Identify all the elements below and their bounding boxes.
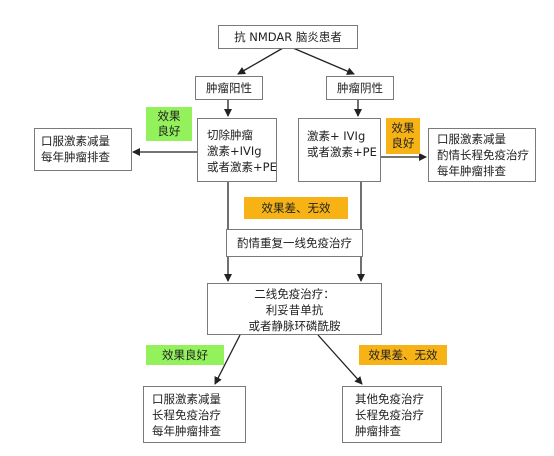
second-line-option: 利妥昔单抗 [265,303,324,317]
tumor-positive-node: 肿瘤阳性 [195,76,263,100]
negative-good-outcome-line: 酌情长程免疫治疗 [437,148,529,162]
final-good-outcome-line: 长程免疫治疗 [152,408,221,422]
positive-treatment-line: 或者激素+PE [207,160,277,174]
final-poor-outcome-line: 肿瘤排查 [355,424,401,438]
mid-poor-effect-tag: 效果差、无效 [244,197,348,219]
negative-good-outcome-line: 口服激素减量 [437,132,506,146]
final-good-outcome-line: 每年肿瘤排查 [152,424,221,438]
final-poor-effect-label: 效果差、无效 [368,347,438,362]
root-node-label: 抗 NMDAR 脑炎患者 [234,30,342,44]
positive-good-effect-line: 良好 [157,124,181,138]
final-poor-effect-tag: 效果差、无效 [359,345,447,365]
negative-good-effect-tag: 效果 良好 [386,118,420,154]
repeat-first-line-label: 酌情重复一线免疫治疗 [237,236,352,250]
tumor-negative-node: 肿瘤阴性 [326,76,394,100]
positive-treatment-line: 激素+IVIg [207,144,262,158]
final-poor-outcome-node: 其他免疫治疗 长程免疫治疗 肿瘤排查 [342,386,442,443]
positive-treatment-line: 切除肿瘤 [207,128,253,142]
negative-good-outcome-node: 口服激素减量 酌情长程免疫治疗 每年肿瘤排查 [428,128,536,182]
positive-good-outcome-node: 口服激素减量 每年肿瘤排查 [34,128,132,171]
negative-good-effect-line: 良好 [391,136,415,150]
tumor-negative-label: 肿瘤阴性 [337,81,383,95]
tumor-positive-label: 肿瘤阳性 [206,81,252,95]
negative-good-effect-line: 效果 [391,121,415,135]
final-poor-outcome-line: 其他免疫治疗 [355,392,424,406]
positive-good-effect-tag: 效果 良好 [146,107,192,141]
negative-treatment-node: 激素+ IVIg 或者激素+PE [298,118,381,182]
final-good-effect-tag: 效果良好 [146,345,224,365]
second-line-node: 二线免疫治疗： 利妥昔单抗 或者静脉环磷酰胺 [207,283,382,335]
positive-good-effect-line: 效果 [157,109,181,123]
final-good-outcome-line: 口服激素减量 [152,392,221,406]
final-good-outcome-node: 口服激素减量 长程免疫治疗 每年肿瘤排查 [143,386,246,443]
edge-root-to-negative [292,47,355,75]
edge-second-to-bad [317,334,363,385]
edge-root-to-positive [237,47,284,75]
positive-good-outcome-line: 口服激素减量 [41,134,110,148]
negative-treatment-line: 激素+ IVIg [307,129,366,143]
final-poor-outcome-line: 长程免疫治疗 [355,408,424,422]
positive-treatment-node: 切除肿瘤 激素+IVIg 或者激素+PE [197,118,277,182]
second-line-option: 或者静脉环磷酰胺 [248,319,341,333]
mid-poor-effect-label: 效果差、无效 [261,200,331,215]
second-line-title: 二线免疫治疗： [254,287,335,301]
positive-good-outcome-line: 每年肿瘤排查 [41,150,110,164]
negative-good-outcome-line: 每年肿瘤排查 [437,164,506,178]
final-good-effect-label: 效果良好 [162,347,208,362]
root-node: 抗 NMDAR 脑炎患者 [218,25,358,49]
repeat-first-line-node: 酌情重复一线免疫治疗 [226,229,363,257]
negative-treatment-line: 或者激素+PE [307,145,377,159]
edge-second-to-good [214,334,241,385]
